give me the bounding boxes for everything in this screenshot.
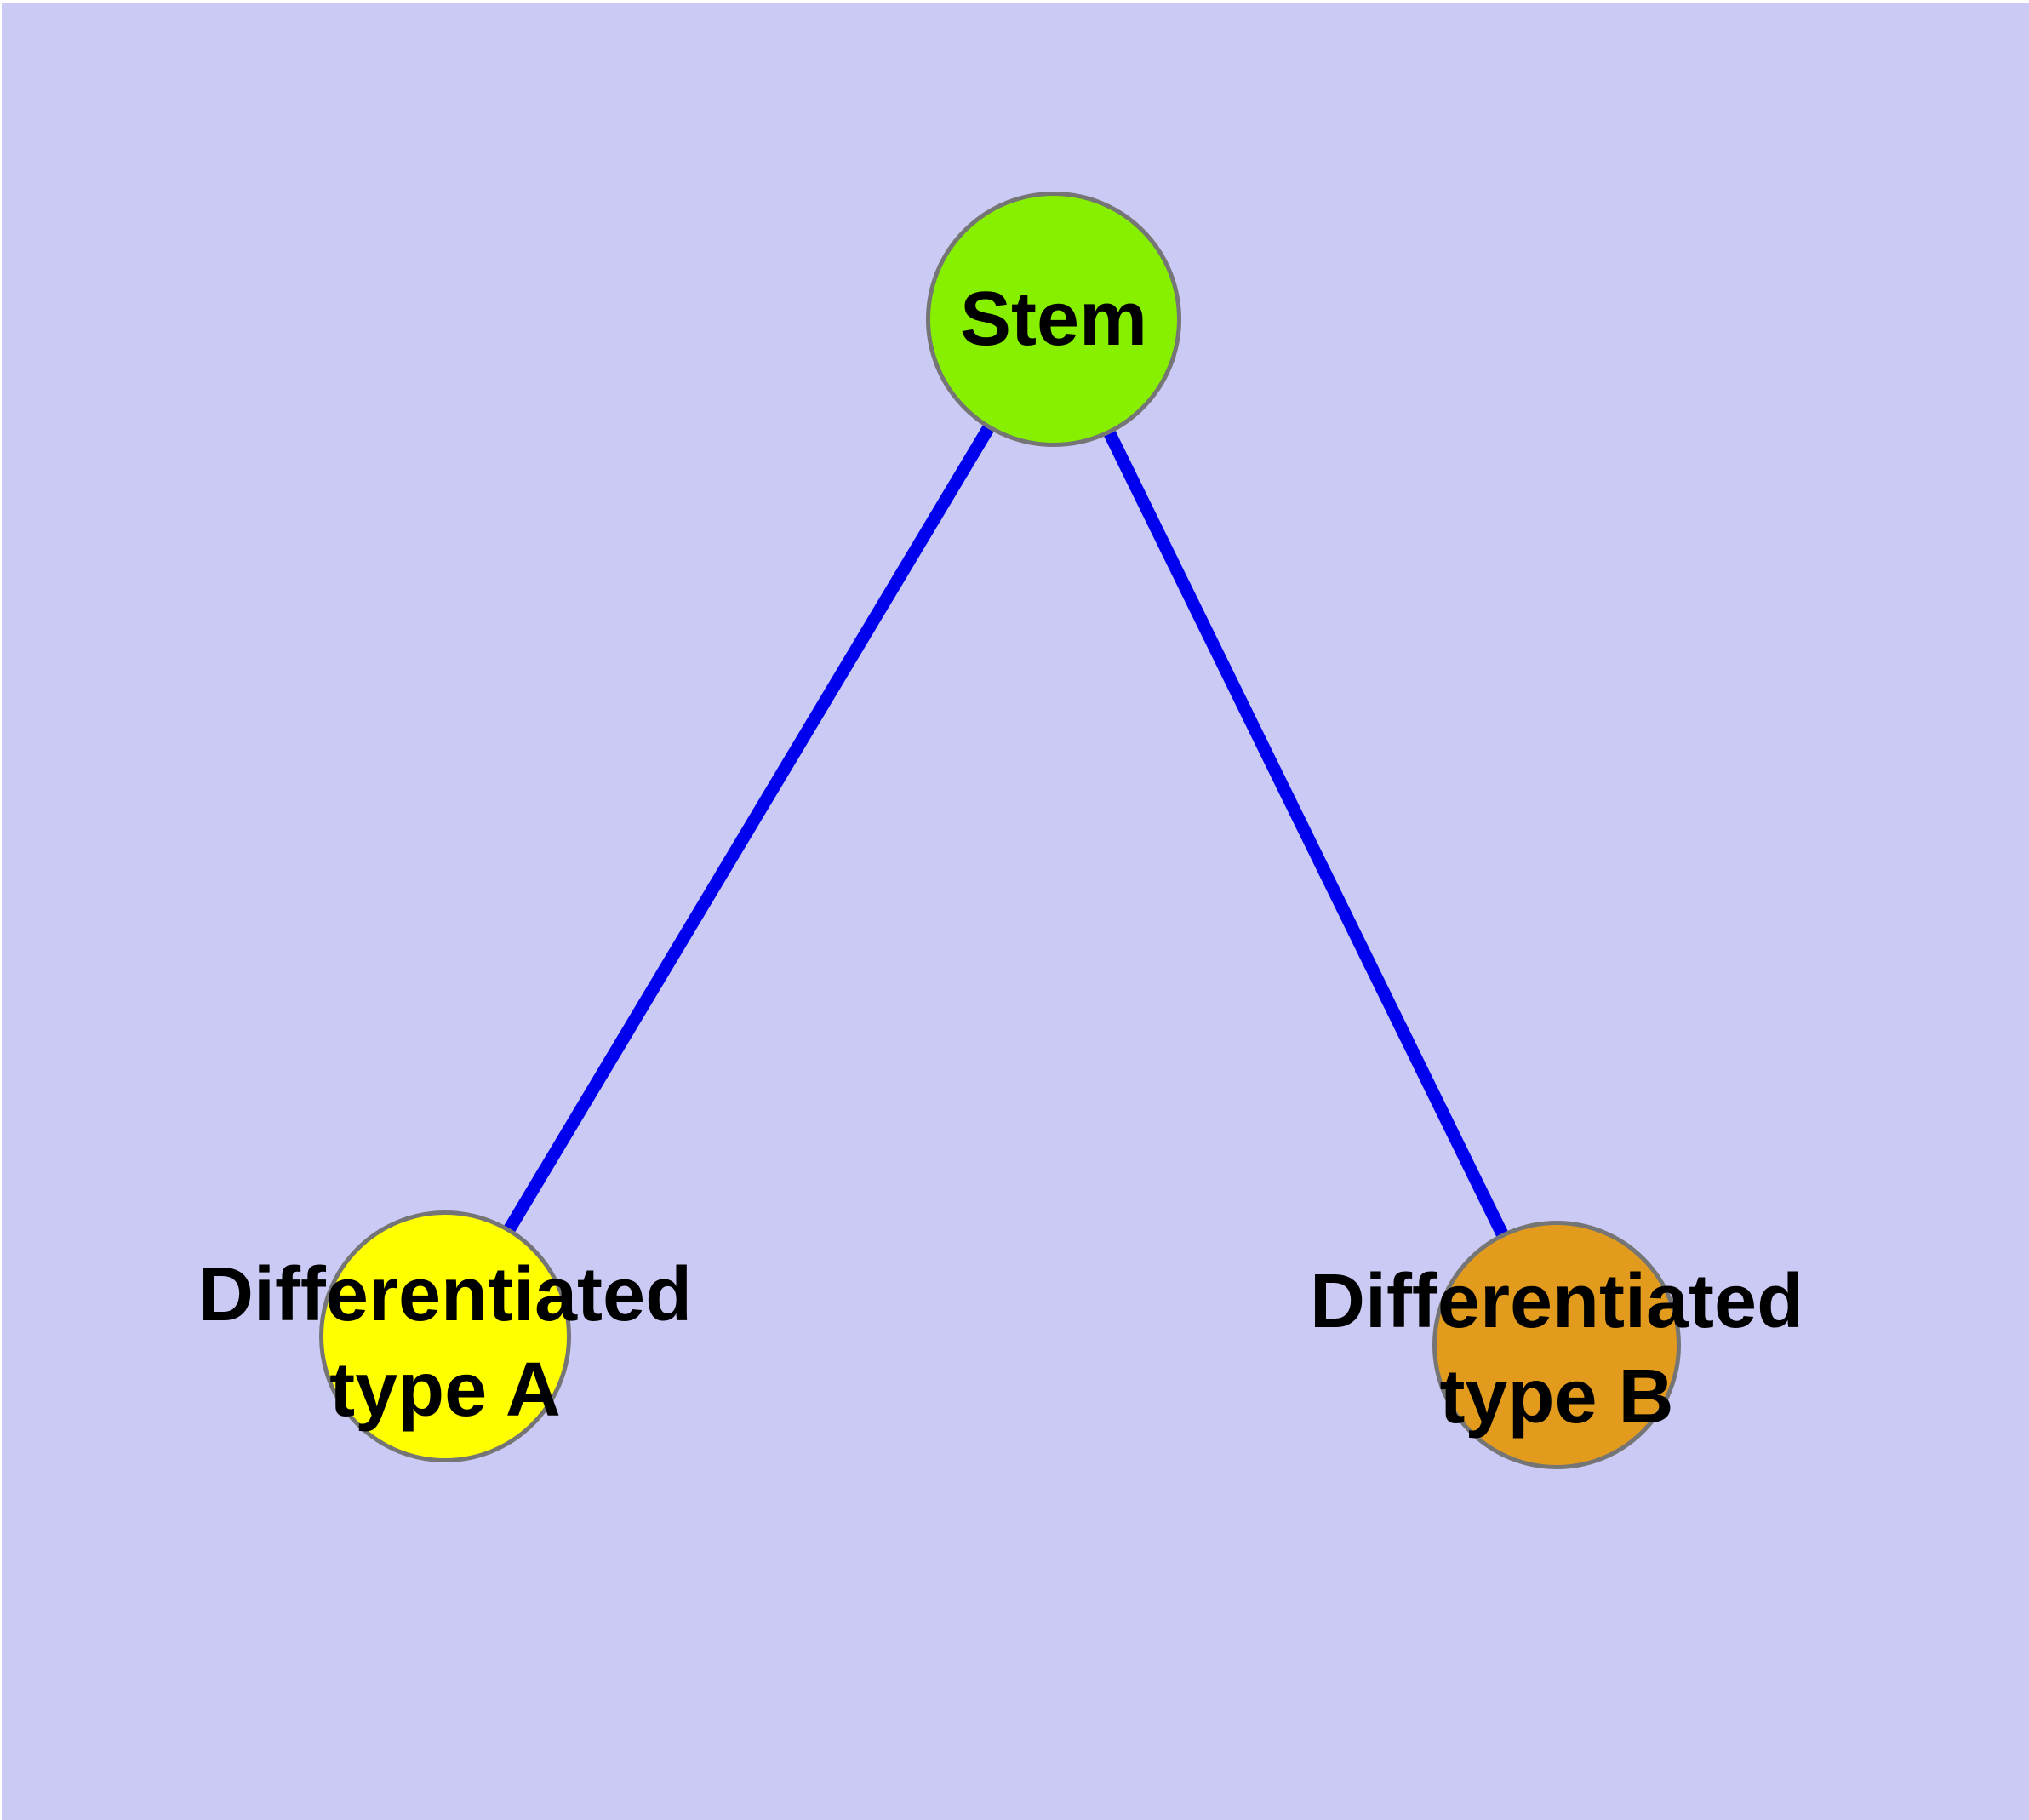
node-label-differentiated-type-a: Differentiated type A [198,1247,692,1438]
edge-stem-to-type-b [1048,316,1563,1348]
edges-layer [439,316,1563,1348]
edge-stem-to-type-a [439,316,1060,1340]
node-stem[interactable] [926,192,1181,447]
node-label-type-a-line2: type A [329,1348,561,1433]
node-label-differentiated-type-b: Differentiated type B [1310,1254,1803,1445]
node-label-type-b-line1: Differentiated [1309,1259,1804,1344]
node-differentiated-type-b[interactable] [1432,1221,1681,1469]
node-label-stem-line1: Stem [959,277,1148,362]
node-label-type-b-line2: type B [1439,1354,1674,1439]
node-label-stem: Stem [960,272,1147,367]
plot-background: Stem Differentiated type A Differentiate… [2,3,2029,1820]
node-label-type-a-line1: Differentiated [197,1252,693,1337]
node-differentiated-type-a[interactable] [319,1210,571,1462]
